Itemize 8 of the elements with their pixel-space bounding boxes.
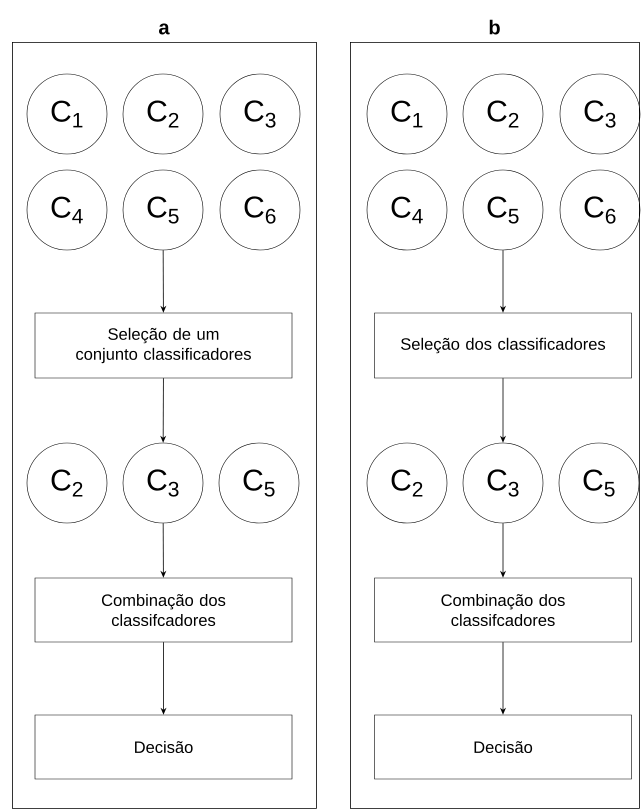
process-box: Seleção dos classificadores [374, 312, 632, 378]
panel-heading: b [490, 20, 500, 34]
process-box: Decisão [34, 714, 292, 780]
process-box: Combinação dos classifcadores [374, 578, 632, 642]
process-box: Combinação dos classifcadores [34, 578, 292, 642]
process-box: Decisão [374, 714, 632, 780]
panel-heading: a [159, 24, 170, 34]
process-box: Seleção de um conjunto classificadores [34, 312, 292, 378]
